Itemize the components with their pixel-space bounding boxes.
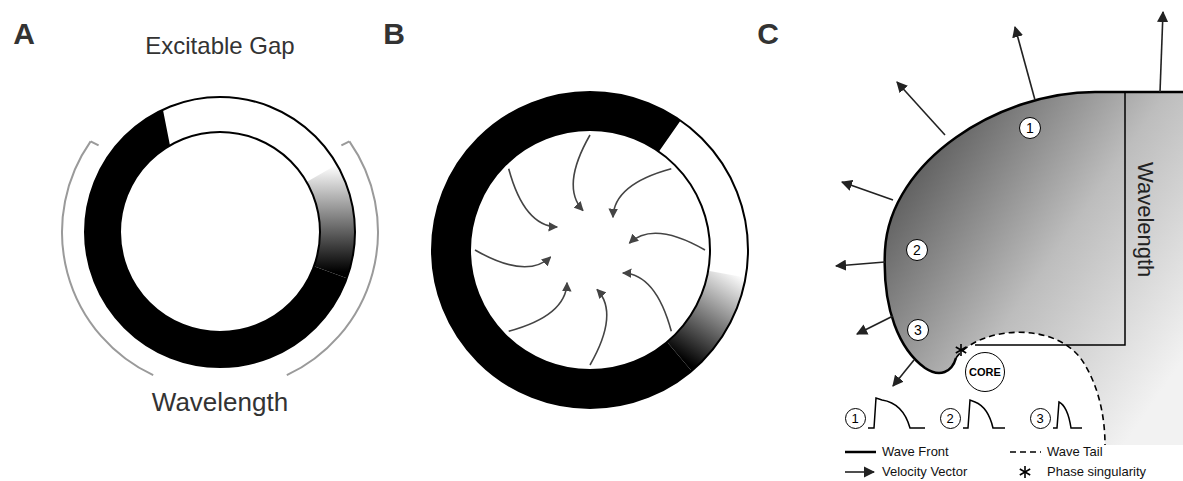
node-text: 3 [914, 323, 922, 337]
centripetal-arrow [623, 273, 672, 331]
asterisk-stroke [956, 347, 966, 353]
action-potential-trace [1053, 402, 1082, 428]
action-potential-trace [868, 398, 925, 428]
legend-text: Wave Tail [1047, 445, 1103, 460]
node-text: 1 [851, 412, 858, 425]
site-circle: 3 [907, 319, 929, 341]
node-text: 2 [913, 243, 921, 257]
wave-tail [956, 332, 1105, 445]
wavelength-bracket [975, 92, 1125, 345]
legend-sample-singularity [1020, 466, 1030, 478]
velocity-vector [857, 316, 893, 334]
bracket-tick [341, 141, 349, 145]
asterisk-stroke [1020, 469, 1030, 475]
ring-inner [120, 132, 320, 332]
phase-singularity [956, 344, 966, 356]
node-text: 3 [1036, 412, 1043, 425]
velocity-vector [893, 360, 914, 386]
wave-front [885, 92, 1183, 373]
site-circle: 2 [906, 239, 928, 261]
centripetal-arrow [509, 283, 567, 332]
wavelength-label: Wavelength [1133, 162, 1158, 277]
node-text: 1 [1026, 121, 1034, 135]
bracket-tick [91, 141, 99, 145]
centripetal-arrow [475, 250, 551, 267]
centripetal-arrow [590, 289, 607, 365]
node-text: CORE [969, 367, 1001, 378]
panel-letter: A [13, 17, 35, 52]
velocity-vector [897, 82, 945, 135]
spiral-wave-shading [885, 92, 1183, 445]
ring-outer [85, 97, 355, 367]
bracket-arc [287, 141, 378, 375]
centripetal-arrow [509, 169, 558, 227]
site-circle: 3 [1030, 408, 1051, 429]
velocity-vector [1015, 27, 1035, 100]
bracket-arc [62, 141, 153, 375]
core-circle: CORE [965, 352, 1005, 392]
legend-sample-vector [845, 471, 874, 473]
ring-outer [432, 92, 748, 408]
velocity-vector [836, 262, 885, 266]
centripetal-arrow [613, 169, 671, 218]
site-circle: 1 [1019, 117, 1041, 139]
centripetal-arrow [573, 135, 590, 211]
legend-sample-tail [1010, 451, 1041, 453]
site-circle: 2 [940, 408, 961, 429]
node-text: 2 [946, 412, 953, 425]
legend-text: Wave Front [882, 445, 949, 460]
wavelength-label: Wavelength [152, 388, 288, 418]
centripetal-arrow [629, 233, 705, 250]
legend-text: Phase singularity [1047, 465, 1146, 480]
velocity-vector [842, 182, 893, 200]
site-circle: 1 [845, 408, 866, 429]
panel-letter: B [383, 17, 405, 52]
wave-tail-fade [307, 165, 355, 279]
velocity-vector [1160, 12, 1163, 92]
legend-text: Velocity Vector [882, 465, 967, 480]
legend-sample-front [845, 451, 876, 454]
ring-inner [470, 130, 710, 370]
action-potential-trace [963, 400, 1005, 428]
asterisk-stroke [956, 347, 966, 353]
panel-letter: C [757, 17, 779, 52]
gap-label: Excitable Gap [145, 32, 294, 60]
asterisk-stroke [1020, 469, 1030, 475]
